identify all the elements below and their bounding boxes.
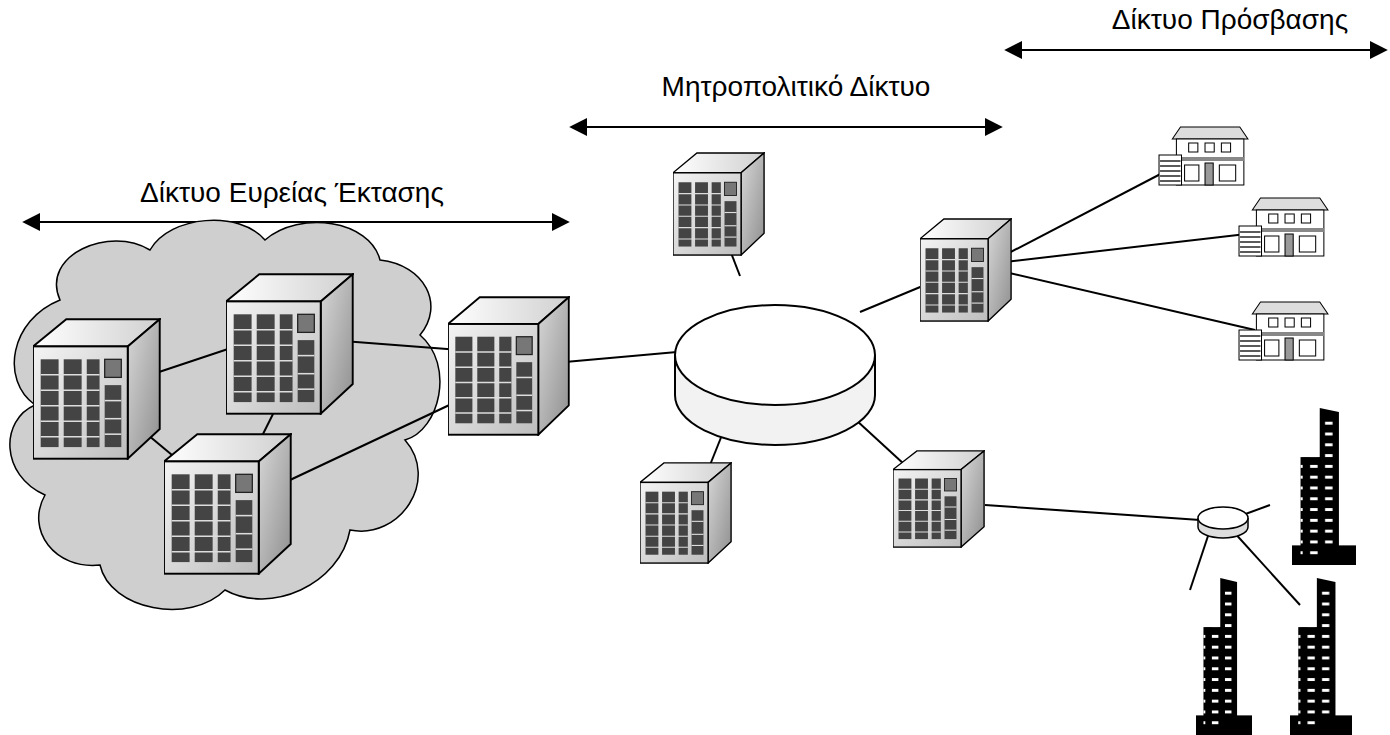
access-hub	[1198, 507, 1248, 538]
wan-cloud	[10, 220, 440, 609]
office-buildings	[1196, 408, 1356, 735]
metro-ring	[675, 305, 875, 445]
network-tier-label: Μητροπολιτικό Δίκτυο	[662, 72, 931, 103]
server-icons	[33, 153, 1011, 574]
house-icons	[1159, 127, 1328, 360]
network-tier-label: Δίκτυο Πρόσβασης	[1112, 5, 1348, 36]
network-tier-label: Δίκτυο Ευρείας Έκτασης	[140, 178, 444, 209]
